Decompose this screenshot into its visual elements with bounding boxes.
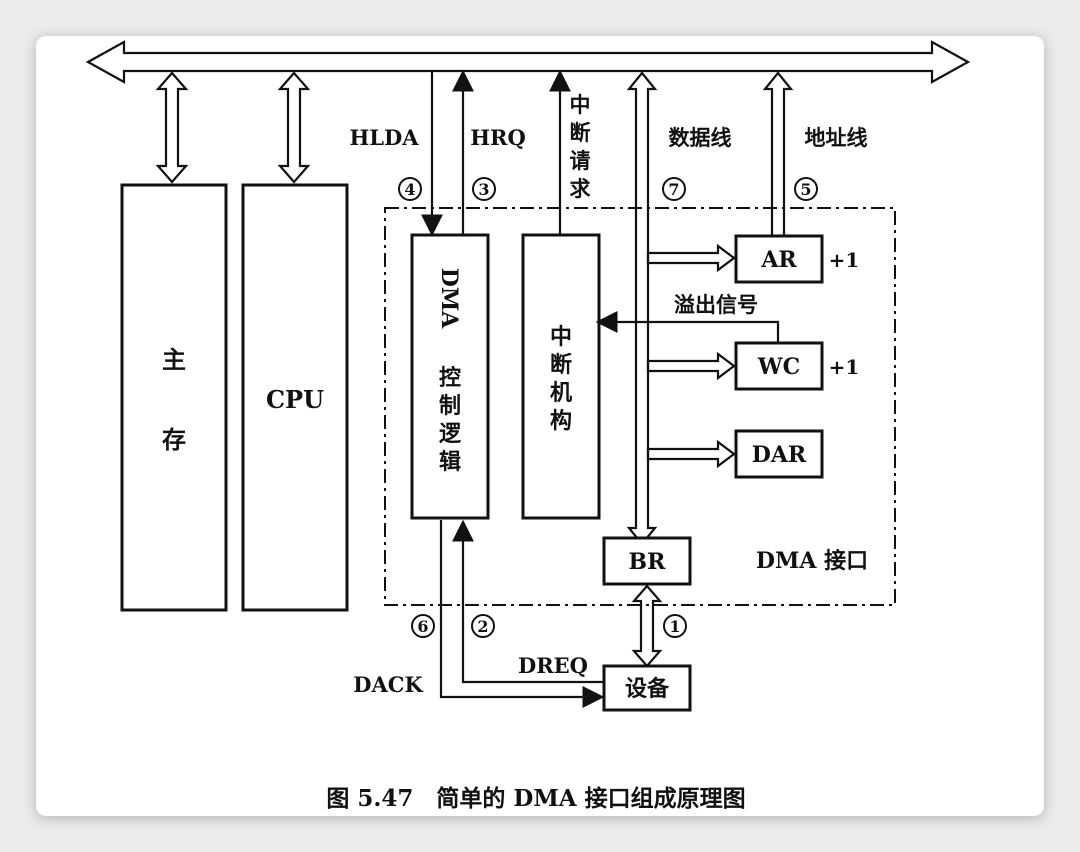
memory-label-2: 存 [162, 425, 186, 454]
svg-text:1: 1 [669, 617, 680, 636]
hrq-label: HRQ [470, 125, 526, 150]
svg-text:5: 5 [800, 180, 811, 199]
step-5: 5 [794, 177, 818, 201]
dma-logic-label-1: 控 [439, 365, 461, 391]
hlda-label: HLDA [349, 125, 419, 150]
wc-plus-one: +1 [829, 355, 860, 379]
svg-text:6: 6 [417, 617, 428, 636]
memory-bus-link [155, 71, 189, 184]
overflow-signal-line [595, 311, 780, 343]
dma-interface-label: DMA 接口 [756, 548, 868, 574]
data-line-label: 数据线 [669, 125, 732, 150]
interrupt-label-1: 中 [550, 324, 572, 350]
dma-control-logic-box [410, 233, 490, 520]
int-req-char-1: 中 [570, 92, 591, 117]
data-line-bus [626, 71, 658, 546]
int-req-char-4: 求 [570, 176, 591, 201]
br-device-link [631, 584, 663, 668]
step-1: 1 [663, 614, 687, 638]
memory-label-1: 主 [162, 345, 186, 374]
dma-logic-label-4: 辑 [439, 449, 461, 475]
svg-text:2: 2 [477, 617, 488, 636]
device-box [602, 664, 692, 712]
br-label: BR [629, 549, 667, 575]
dar-register-box [734, 429, 824, 479]
step-3: 3 [472, 177, 496, 201]
svg-text:3: 3 [478, 180, 489, 199]
address-line-label: 地址线 [805, 125, 868, 150]
interrupt-label-3: 机 [550, 380, 572, 406]
dma-logic-label-2: 制 [439, 393, 461, 419]
cpu-bus-link [277, 71, 311, 184]
interrupt-label-2: 断 [550, 352, 572, 378]
int-req-char-3: 请 [570, 148, 591, 173]
device-label: 设备 [625, 676, 670, 702]
ar-plus-one: +1 [829, 248, 860, 272]
data-to-ar [646, 243, 736, 273]
overflow-label: 溢出信号 [674, 292, 758, 317]
dack-line [439, 520, 605, 708]
br-register-box [602, 536, 692, 586]
dack-label: DACK [353, 672, 423, 697]
main-memory-box [120, 183, 228, 612]
interrupt-label-4: 构 [550, 408, 572, 434]
dar-label: DAR [752, 442, 807, 468]
wc-label: WC [757, 354, 800, 380]
address-line-bus [762, 71, 794, 238]
dma-logic-label-dma: DMA [436, 268, 462, 329]
step-2: 2 [471, 614, 495, 638]
dreq-label: DREQ [518, 653, 588, 678]
step-7: 7 [662, 177, 686, 201]
figure-caption: 图 5.47 简单的 DMA 接口组成原理图 [326, 785, 745, 812]
dreq-line [452, 519, 604, 684]
ar-label: AR [760, 247, 797, 273]
int-req-char-2: 断 [570, 120, 591, 145]
interrupt-mechanism-box [521, 233, 601, 520]
data-to-dar [646, 439, 736, 469]
ar-register-box [734, 234, 824, 284]
data-to-wc [646, 351, 736, 381]
svg-text:4: 4 [404, 180, 415, 199]
svg-text:7: 7 [668, 180, 679, 199]
system-bus [85, 40, 971, 84]
cpu-box [241, 183, 349, 612]
step-4: 4 [398, 177, 422, 201]
cpu-label: CPU [266, 385, 324, 414]
wc-register-box [734, 341, 824, 391]
step-6: 6 [411, 614, 435, 638]
dma-logic-label-3: 逻 [439, 421, 462, 447]
